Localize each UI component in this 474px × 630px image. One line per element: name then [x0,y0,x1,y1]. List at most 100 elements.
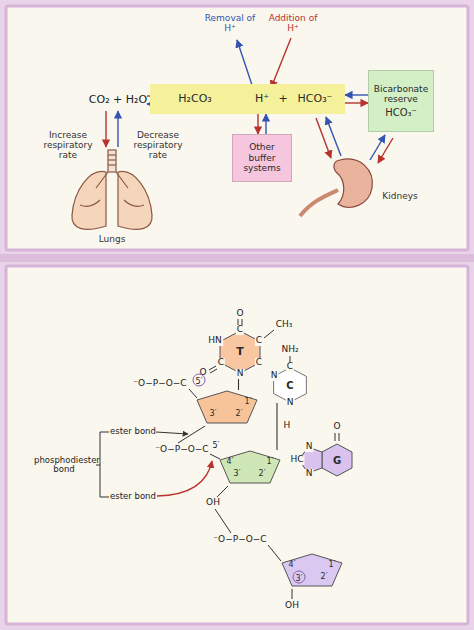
drawing-part [6,6,468,250]
shape-outline [195,390,259,424]
carbon-number: 5′ [212,442,221,451]
arrow-label: Addition of H⁺ [266,14,320,34]
drawing-part [335,433,336,441]
node-text: 2′ [236,410,243,419]
node-text: G [333,455,341,466]
drawing-part [117,111,118,147]
drawing-part [105,111,106,147]
drawing-part [178,426,205,443]
arrow-line [345,94,368,95]
drawing-part [264,330,274,338]
drawing-part [118,172,152,230]
organ-label: Kidneys [382,192,417,202]
node-text: H⁺ [255,93,269,105]
drawing-part [108,164,116,165]
sugar-ring: 4′3′2′1′ [280,553,344,587]
node-text: T [236,346,244,358]
drawing-part [268,545,281,561]
atom-label: C [255,358,263,368]
atom-label: N [305,469,314,479]
node-text: + [278,93,287,105]
drawing-part [339,433,340,441]
ring-outline [197,391,257,423]
reserve-box: Bicarbonate reserveHCO₃⁻ [368,70,434,132]
drawing-part [334,159,372,207]
node-text: H₂CO₃ [178,93,211,105]
node-text: 1′ [245,398,252,407]
atom-label: O [332,422,341,432]
bond-label: ester bond [110,492,156,501]
node-text: C [286,380,293,391]
drawing-part [217,486,228,497]
drawing-part [108,154,116,155]
lungs-drawing [72,150,152,229]
arrow-label: Removal of H⁺ [203,14,257,34]
sugar-ring: 3′ 2′1′ [195,390,259,424]
reaction-band: H₂CO₃ H⁺ + HCO₃⁻ [150,84,345,114]
arrow-line [265,114,266,134]
atom-label: C [286,362,294,372]
ring-outline [282,554,342,586]
formula-label: CO₂ + H₂O [89,94,147,106]
carbon-number: 5′ [193,374,206,387]
node-text: Other buffer systems [236,142,288,173]
atom-label: H [283,421,292,431]
atom-label: N [305,442,314,452]
connector-arrow [345,95,368,103]
atom-label: NH₂ [280,345,299,355]
atom-label: N [236,369,245,379]
node-text: HCO₃⁻ [298,93,333,105]
drawing-part [326,117,341,156]
drawing-part [156,432,188,434]
drawing-part [210,454,220,459]
node-text: 4′ [227,458,234,467]
drawing-part [96,432,109,497]
drawing-part [292,589,293,599]
drawing-part [378,138,393,163]
drawing-part [108,150,116,172]
phosphate-group: ⁻O−P−O−C [132,379,187,389]
drawing-part [237,40,253,88]
drawing-part [157,461,212,496]
atom-label: HN [207,336,223,346]
node-text: 2′ [321,573,328,582]
drawing-part [108,159,116,160]
node-text: 3′ [293,571,306,584]
atom-label: OH [284,601,300,611]
node-text: HCO₃⁻ [385,107,417,119]
drawing-part [72,172,106,230]
shape-outline [280,553,344,587]
node-text: Bicarbonate reserve [372,84,430,105]
drawing-part [209,366,216,370]
drawing-part [80,172,144,206]
atom-label: C [236,325,244,335]
arrow-label: Decrease respiratory rate [131,131,185,161]
organ-label: Lungs [99,235,126,245]
bond-line [276,403,277,450]
atom-label: HC [289,455,304,465]
drawing-part [300,190,338,216]
arrow-line [345,102,368,103]
node-text: 3′ [234,470,241,479]
bond-label: ester bond [110,427,156,436]
drawing-part [210,369,217,373]
atom-label: O [235,309,244,319]
node-text: 1′ [267,458,274,467]
node-text: 2′ [259,470,266,479]
atom-label: N [286,398,295,408]
drawing-part [6,266,468,624]
phosphate-group: ⁻O−P−O−C [212,535,267,545]
ring-outline [220,451,280,483]
atom-label: C [217,358,225,368]
ring-outline [322,444,352,476]
connector-arrow [258,114,266,134]
node-text: 4′ [289,561,296,570]
connector-arrow [277,403,278,450]
atom-label: OH [205,498,221,508]
atom-label: CH₃ [275,320,294,330]
node-text: 3′ [210,410,217,419]
arrow-label: Increase respiratory rate [41,131,95,161]
kidney-drawing [300,159,372,216]
drawing-part [215,509,231,533]
ring-outline [274,368,307,402]
